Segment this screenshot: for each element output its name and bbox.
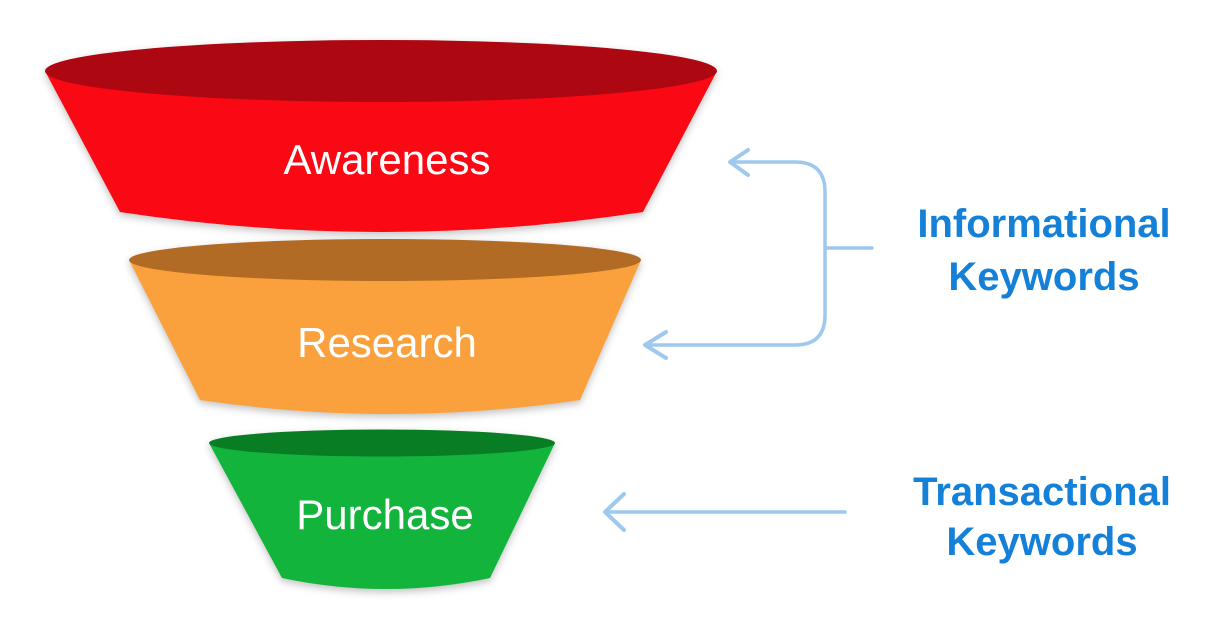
purchase-label: Purchase: [296, 491, 473, 538]
research-stage-rim: [129, 239, 641, 281]
awareness-stage-body: [45, 71, 717, 232]
informational-keywords-label: Informational Keywords: [917, 202, 1170, 299]
awareness-stage-rim: [45, 40, 717, 102]
purchase-stage-body: [209, 443, 555, 589]
research-stage-body: [129, 260, 641, 414]
purchase-stage-rim: [209, 429, 555, 457]
informational-bracket-line: [645, 160, 827, 347]
informational-keywords-line2: Keywords: [948, 255, 1139, 299]
arrow-to-purchase-icon: [603, 492, 626, 532]
informational-keywords-line1: Informational: [917, 202, 1170, 246]
research-label: Research: [297, 319, 477, 366]
transactional-keywords-line1: Transactional: [913, 470, 1171, 514]
transactional-connector: [603, 492, 847, 532]
informational-connector: [643, 148, 874, 360]
research-stage: Research: [129, 239, 641, 414]
awareness-label: Awareness: [283, 136, 490, 183]
awareness-stage: Awareness: [45, 40, 717, 232]
transactional-keywords-line2: Keywords: [946, 520, 1137, 564]
transactional-keywords-label: Transactional Keywords: [913, 470, 1171, 564]
arrow-to-awareness-icon: [728, 148, 750, 177]
purchase-stage: Purchase: [209, 429, 555, 589]
arrow-to-research-icon: [643, 330, 668, 360]
